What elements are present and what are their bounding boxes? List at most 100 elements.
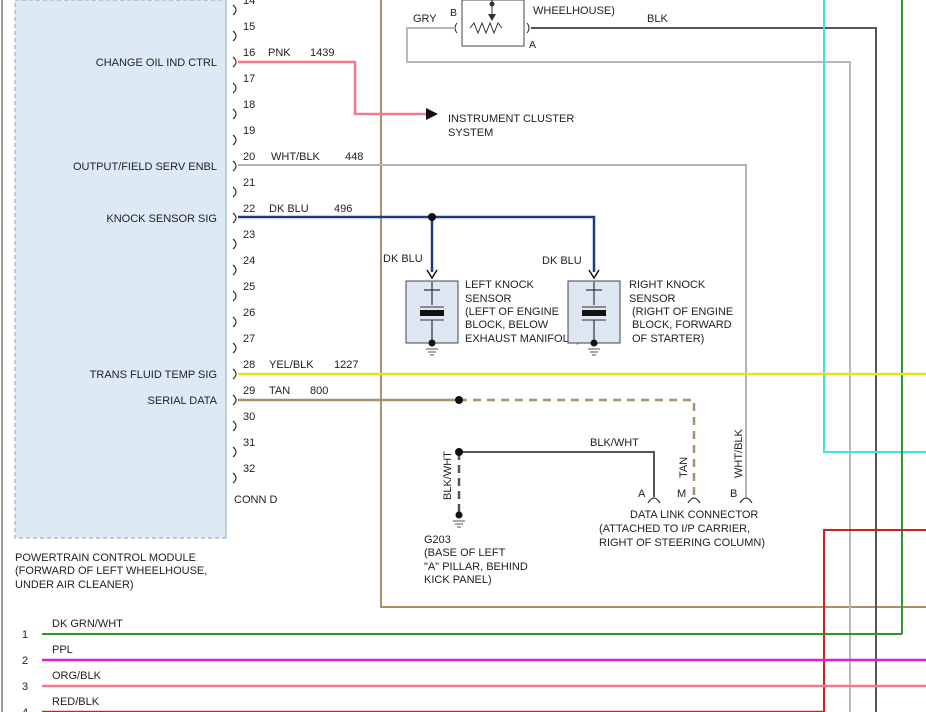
arrow-right-icon — [426, 108, 438, 120]
pin-terminal-icon — [232, 368, 237, 380]
pcm-label-2: (FORWARD OF LEFT WHEELHOUSE, — [15, 565, 207, 577]
left-knock-sensor-icon — [405, 280, 459, 356]
wire-color-label: DK BLU — [269, 203, 309, 215]
pin-name: CHANGE OIL IND CTRL — [96, 57, 217, 69]
dk-blu-wire — [238, 215, 596, 272]
pin-terminal-icon — [232, 342, 237, 354]
resistor-icon — [469, 21, 503, 35]
blk-wire-label: BLK — [647, 13, 668, 25]
pnk-wire — [238, 60, 428, 116]
pin-terminal-icon — [232, 472, 237, 484]
pin-number: 19 — [243, 125, 255, 137]
pin-name: OUTPUT/FIELD SERV ENBL — [73, 161, 217, 173]
pin-terminal-icon — [232, 4, 237, 16]
wire-color-label: PNK — [268, 47, 291, 59]
instrument-cluster-line2: SYSTEM — [448, 127, 493, 139]
red-wire-vertical — [823, 529, 926, 712]
splice-dot — [455, 396, 463, 404]
wire-circuit-number: 448 — [345, 151, 363, 163]
pin-terminal-icon — [232, 212, 237, 224]
gry-wire-label: GRY — [413, 13, 437, 25]
dlc-pin-icons — [647, 497, 753, 504]
pin-terminal-icon — [232, 316, 237, 328]
dlc-tan-label: TAN — [678, 457, 690, 478]
bottom-wire-2-num: 2 — [22, 655, 28, 667]
bottom-wire-2-label: PPL — [52, 644, 73, 656]
tan-wire-dashed — [459, 398, 696, 497]
left-sensor-label-3: (LEFT OF ENGINE — [465, 306, 559, 318]
splice-dot — [455, 448, 463, 456]
pin-number: 24 — [243, 255, 255, 267]
wire-circuit-number: 1227 — [334, 359, 358, 371]
pcm-label-3: UNDER AIR CLEANER) — [15, 579, 134, 591]
pin-number: 29 — [243, 385, 255, 397]
pin-terminal-icon — [232, 134, 237, 146]
wire-circuit-number: 800 — [310, 385, 328, 397]
pin-terminal-icon — [232, 394, 237, 406]
wire-color-label: WHT/BLK — [271, 151, 321, 163]
bottom-wire-3-num: 3 — [22, 681, 28, 693]
wire-color-label: YEL/BLK — [269, 359, 314, 371]
bottom-wire-1-label: DK GRN/WHT — [52, 618, 123, 630]
pin-terminal-icon — [232, 160, 237, 172]
right-sensor-wire-label: DK BLU — [542, 255, 582, 267]
bottom-wire-4-label: RED/BLK — [52, 696, 100, 708]
wire-circuit-number: 1439 — [310, 47, 334, 59]
g203-label-1: G203 — [424, 534, 451, 546]
top-component-box — [461, 0, 525, 47]
pin-number: 22 — [243, 203, 255, 215]
g203-label-2: (BASE OF LEFT — [424, 547, 506, 559]
pin-number: 21 — [243, 177, 255, 189]
pcm-module-box — [14, 0, 227, 539]
right-sensor-label-3: (RIGHT OF ENGINE — [632, 306, 733, 318]
pin-name: KNOCK SENSOR SIG — [106, 213, 217, 225]
pin-terminal-icon — [232, 82, 237, 94]
pin-terminal-icon — [232, 264, 237, 276]
top-pin-b: B — [450, 7, 457, 19]
pin-number: 17 — [243, 73, 255, 85]
right-sensor-label-4: BLOCK, FORWARD — [632, 319, 732, 331]
left-sensor-label-4: BLOCK, BELOW — [465, 319, 549, 331]
pin-number: 20 — [243, 151, 255, 163]
right-sensor-label-5: OF STARTER) — [632, 333, 704, 345]
ground-point — [455, 511, 463, 519]
pin-terminal-icon — [232, 108, 237, 120]
pin-number: 31 — [243, 437, 255, 449]
pin-name: SERIAL DATA — [148, 395, 218, 407]
pin-number: 26 — [243, 307, 255, 319]
top-pin-a: A — [529, 39, 536, 51]
pin-number: 28 — [243, 359, 255, 371]
instrument-cluster-line1: INSTRUMENT CLUSTER — [448, 113, 574, 125]
left-sensor-wire-label: DK BLU — [383, 253, 423, 265]
pin-terminal-icon — [232, 56, 237, 68]
blk-wht-ground-wire — [459, 451, 655, 497]
pin-terminal-icon — [232, 420, 237, 432]
pin-number: 18 — [243, 99, 255, 111]
splice-dot — [428, 213, 436, 221]
bottom-wire-1-num: 1 — [22, 629, 28, 641]
left-sensor-label-2: SENSOR — [465, 293, 512, 305]
pin-number: 30 — [243, 411, 255, 423]
gry-wire — [406, 27, 851, 712]
pin-number: 25 — [243, 281, 255, 293]
cyan-wire — [823, 0, 926, 453]
pin-number: 32 — [243, 463, 255, 475]
dlc-pin-a: A — [638, 488, 646, 500]
g203-label-4: KICK PANEL) — [424, 574, 492, 586]
connector-label: CONN D — [234, 494, 277, 506]
pin-terminal-icon — [232, 238, 237, 250]
ground-wire-vertical-label: BLK/WHT — [442, 451, 454, 500]
wire-color-label: TAN — [269, 385, 290, 397]
ground-wire-label: BLK/WHT — [590, 437, 639, 449]
left-sensor-label-5: EXHAUST MANIFOLD) — [465, 333, 580, 345]
dlc-label-1: DATA LINK CONNECTOR — [630, 509, 758, 521]
left-sensor-label-1: LEFT KNOCK — [465, 279, 535, 291]
pin-number: 27 — [243, 333, 255, 345]
pin-number: 14 — [243, 0, 255, 7]
pin-number: 15 — [243, 21, 255, 33]
pin-name: TRANS FLUID TEMP SIG — [90, 369, 217, 381]
dlc-label-2: (ATTACHED TO I/P CARRIER, — [599, 523, 750, 535]
tan-frame-wire — [380, 0, 926, 608]
